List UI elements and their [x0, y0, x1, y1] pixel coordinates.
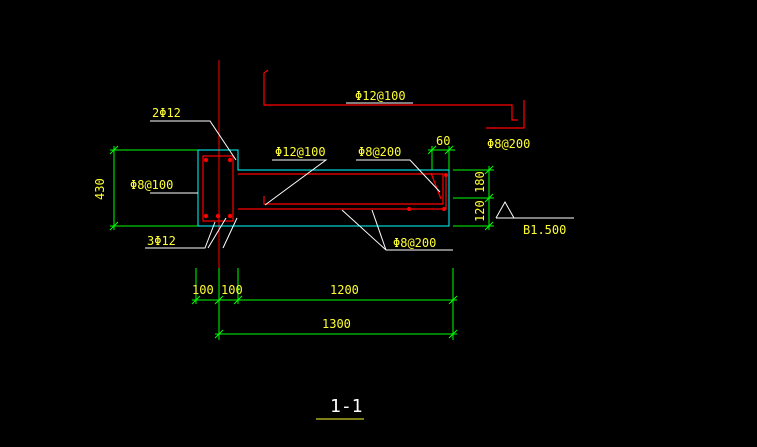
dim-1300: 1300 [322, 317, 351, 331]
rebar [202, 69, 525, 222]
leader-lines [145, 102, 453, 251]
slab-cut-bar [430, 172, 442, 200]
dimension-lines [109, 145, 494, 340]
label-corner-bars-bottom: 3Φ12 [147, 234, 176, 248]
label-slab-dist-bottom: Φ8@200 [393, 236, 436, 250]
elevation-marker [495, 200, 574, 219]
dim-180: 180 [473, 171, 487, 193]
dim-430: 430 [93, 178, 107, 200]
right-hook-rebar [486, 100, 525, 129]
label-slab-top-rebar: Φ12@100 [275, 145, 326, 159]
label-elevation: B1.500 [523, 223, 566, 237]
dim-1200: 1200 [330, 283, 359, 297]
section-title: 1-1 [330, 396, 363, 417]
top-hook-rebar [263, 69, 518, 121]
dim-120: 120 [473, 200, 487, 222]
beam-stirrup [202, 155, 234, 222]
dim-60: 60 [436, 134, 450, 148]
dim-100a: 100 [192, 283, 214, 297]
label-rebar-right: Φ8@200 [487, 137, 530, 151]
slab-top-bar [238, 173, 444, 205]
label-corner-bars-top: 2Φ12 [152, 106, 181, 120]
dim-100b: 100 [221, 283, 243, 297]
label-top-rebar: Φ12@100 [355, 89, 406, 103]
label-slab-dist-top: Φ8@200 [358, 145, 401, 159]
label-beam-stirrup: Φ8@100 [130, 178, 173, 192]
